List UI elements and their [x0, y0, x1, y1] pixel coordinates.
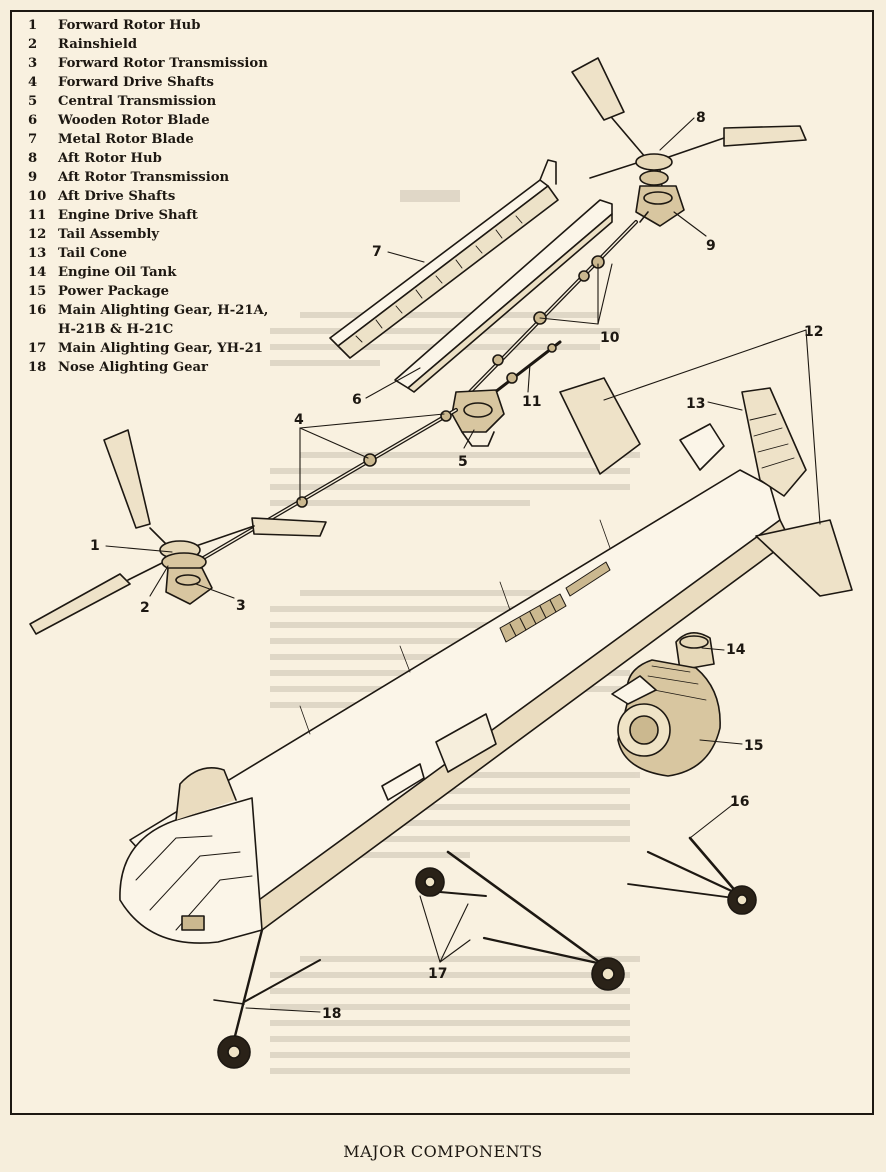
legend-number: 7 — [28, 132, 38, 147]
callout-14: 14 — [726, 642, 746, 658]
legend-item: 14 Engine Oil Tank — [28, 263, 268, 282]
tail-assembly — [559, 377, 853, 597]
legend-number: 17 — [28, 341, 47, 356]
legend-label: Tail Cone — [58, 246, 127, 261]
callout-11: 11 — [522, 394, 541, 410]
legend-label: Forward Rotor Transmission — [58, 56, 268, 71]
forward-drive-shafts — [198, 408, 458, 562]
fuselage — [119, 377, 853, 944]
callout-3: 3 — [236, 598, 246, 614]
tail-cone — [741, 387, 807, 497]
callout-7: 7 — [372, 244, 382, 260]
callout-5: 5 — [458, 454, 468, 470]
legend-label: Forward Rotor Hub — [58, 18, 201, 33]
callout-1: 1 — [90, 538, 100, 554]
legend-number: 5 — [28, 94, 38, 109]
legend-number: 3 — [28, 56, 38, 71]
legend-label: Forward Drive Shafts — [58, 75, 214, 90]
power-package — [611, 659, 721, 777]
legend-number: 8 — [28, 151, 38, 166]
legend-number: 13 — [28, 246, 47, 261]
legend-label: Wooden Rotor Blade — [58, 113, 210, 128]
callout-13: 13 — [686, 396, 705, 412]
callout-16: 16 — [730, 794, 749, 810]
vent-grille — [499, 561, 611, 643]
legend-item: 7 Metal Rotor Blade — [28, 130, 268, 149]
legend-number: 11 — [28, 208, 47, 223]
legend-number: 14 — [28, 265, 47, 280]
legend-item: 10 Aft Drive Shafts — [28, 187, 268, 206]
legend-number: 9 — [28, 170, 38, 185]
legend-label: Power Package — [58, 284, 170, 299]
callout-numbers: 1 2 3 4 5 6 7 8 9 10 11 12 13 14 15 16 1… — [90, 110, 823, 1022]
legend-item: 13 Tail Cone — [28, 244, 268, 263]
legend-item: 3 Forward Rotor Transmission — [28, 54, 268, 73]
callout-6: 6 — [352, 392, 362, 408]
legend-number: 4 — [28, 75, 38, 90]
leader-lines — [105, 117, 821, 1013]
legend-item: 15 Power Package — [28, 282, 268, 301]
legend-number: 16 — [28, 303, 47, 318]
legend-label: Nose Alighting Gear — [58, 360, 208, 375]
legend-number: 6 — [28, 113, 38, 128]
callout-17: 17 — [428, 966, 447, 982]
nose-alighting-gear — [213, 928, 321, 1069]
legend-item: 8 Aft Rotor Hub — [28, 149, 268, 168]
legend-item: 9 Aft Rotor Transmission — [28, 168, 268, 187]
legend-label: Central Transmission — [58, 94, 217, 109]
legend-item: 18 Nose Alighting Gear — [28, 358, 268, 377]
main-alighting-gear-yh21 — [415, 850, 625, 991]
engine-oil-tank — [675, 632, 715, 671]
callout-12: 12 — [804, 324, 823, 340]
forward-rotor-hub — [29, 429, 327, 635]
legend-item: 4 Forward Drive Shafts — [28, 73, 268, 92]
legend-number: 1 — [28, 18, 38, 33]
callout-10: 10 — [600, 330, 620, 346]
main-alighting-gear-h21 — [627, 836, 757, 915]
legend-item: 6 Wooden Rotor Blade — [28, 111, 268, 130]
legend-number: 18 — [28, 360, 47, 375]
legend-item: 11 Engine Drive Shaft — [28, 206, 268, 225]
legend-number: 12 — [28, 227, 47, 242]
callout-8: 8 — [696, 110, 706, 126]
legend-number: 2 — [28, 37, 38, 52]
forward-rotor-transmission — [165, 567, 213, 605]
aft-drive-shafts — [462, 220, 638, 400]
callout-2: 2 — [140, 600, 150, 616]
legend-label: Metal Rotor Blade — [58, 132, 194, 147]
cockpit — [119, 767, 263, 944]
legend-item: 5 Central Transmission — [28, 92, 268, 111]
legend-number: 15 — [28, 284, 47, 299]
legend-label: Aft Rotor Transmission — [58, 170, 230, 185]
engine-drive-shaft — [488, 340, 562, 398]
legend-item: 1 Forward Rotor Hub — [28, 16, 268, 35]
legend-item: 2 Rainshield — [28, 35, 268, 54]
figure-caption: MAJOR COMPONENTS — [343, 1142, 543, 1161]
legend-label: Tail Assembly — [58, 227, 160, 242]
wooden-rotor-blade — [394, 199, 613, 393]
legend-number: 10 — [28, 189, 47, 204]
legend-label-continuation: H-21B & H-21C — [58, 322, 174, 337]
legend-label: Main Alighting Gear, YH-21 — [58, 341, 263, 356]
metal-rotor-blade — [329, 159, 559, 359]
legend-item: 17 Main Alighting Gear, YH-21 — [28, 339, 268, 358]
callout-9: 9 — [706, 238, 716, 254]
callout-15: 15 — [744, 738, 763, 754]
legend-label: Rainshield — [58, 37, 138, 52]
callout-4: 4 — [294, 412, 304, 428]
aft-rotor-hub — [571, 57, 807, 205]
legend-label: Aft Drive Shafts — [58, 189, 176, 204]
legend-item: 12 Tail Assembly — [28, 225, 268, 244]
legend-label: Engine Oil Tank — [58, 265, 177, 280]
legend-item: 16 Main Alighting Gear, H-21A, — [28, 301, 268, 320]
legend-label: Engine Drive Shaft — [58, 208, 198, 223]
callout-18: 18 — [322, 1006, 341, 1022]
legend-label: Main Alighting Gear, H-21A, — [58, 303, 269, 318]
legend-item-continuation: H-21B & H-21C — [28, 320, 268, 339]
central-transmission — [451, 389, 505, 447]
aft-rotor-transmission — [635, 185, 685, 227]
legend-label: Aft Rotor Hub — [58, 151, 162, 166]
